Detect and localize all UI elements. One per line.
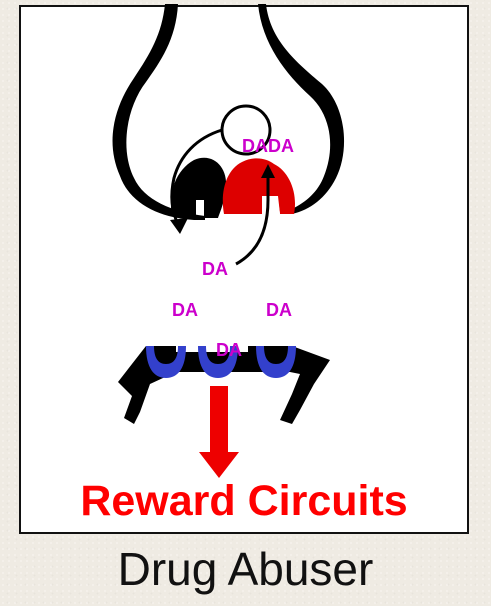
da-label-transporter-1: DA <box>242 136 268 156</box>
da-label-right: DA <box>266 300 292 320</box>
da-label-receptor: DA <box>216 340 242 360</box>
slide-caption: Drug Abuser <box>0 540 491 598</box>
signal-arrow-shaft <box>210 386 228 454</box>
reward-circuits-label: Reward Circuits <box>19 476 469 526</box>
dopamine-transporter <box>223 158 295 214</box>
da-label-transporter-2: DA <box>268 136 294 156</box>
release-arrowhead <box>170 218 188 234</box>
da-label-synapse: DA <box>202 259 228 279</box>
signal-arrow-head <box>199 452 239 478</box>
da-label-left: DA <box>172 300 198 320</box>
